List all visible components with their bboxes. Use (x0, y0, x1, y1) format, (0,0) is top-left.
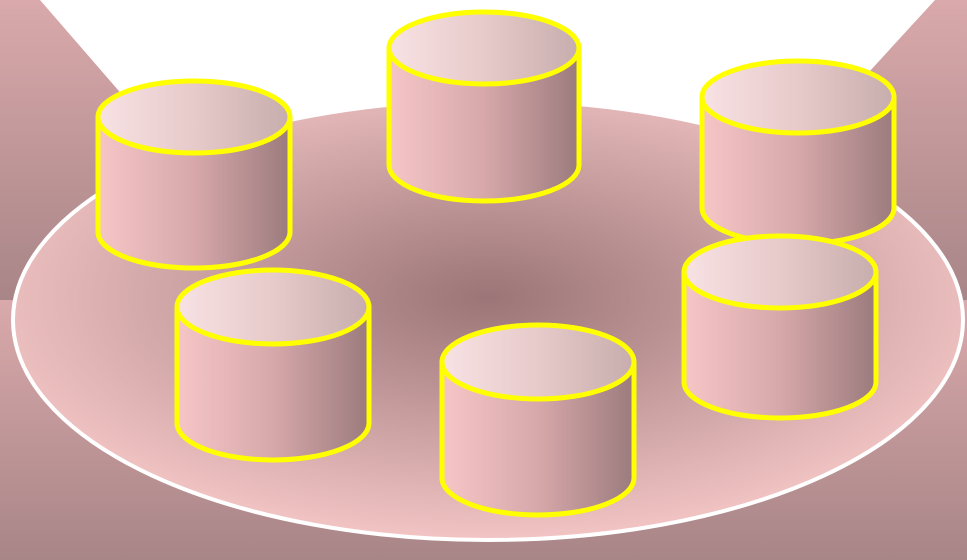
cylinder-4 (684, 236, 876, 418)
cylinder-top (684, 236, 876, 308)
cylinder-3 (702, 61, 894, 244)
cylinder-top (389, 12, 579, 84)
cylinder-top (442, 325, 634, 399)
cylinder-5 (177, 270, 369, 460)
cylinder-top (177, 270, 369, 344)
cylinder-top (98, 81, 290, 153)
cylinder-top (702, 61, 894, 133)
cylinder-2 (98, 81, 290, 268)
cylinder-6 (442, 325, 634, 515)
cylinder-1 (389, 12, 579, 201)
